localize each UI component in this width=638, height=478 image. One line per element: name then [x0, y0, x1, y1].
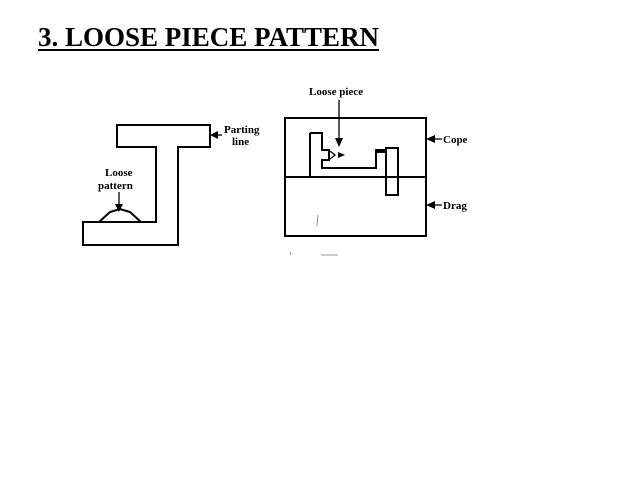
loose-pattern-bump — [98, 207, 142, 223]
loose-pattern-label-1: Loose — [105, 167, 133, 179]
cope-arrowhead — [426, 135, 435, 143]
loose-pattern-label-2: pattern — [98, 180, 133, 192]
left-pattern-figure: Parting line Loose pattern — [82, 124, 260, 246]
z-shaped-pattern-outline — [82, 124, 211, 246]
slide-title: 3. LOOSE PIECE PATTERN — [38, 22, 380, 52]
loose-piece-marker — [338, 152, 345, 158]
loose-piece-label: Loose piece — [309, 86, 363, 98]
cope-label: Cope — [443, 134, 468, 146]
scan-speck — [316, 214, 319, 227]
parting-line-label-2: line — [232, 136, 249, 148]
loose-pattern-arrowhead — [115, 204, 123, 212]
right-mould-figure: Loose piece Cope Drag — [284, 86, 468, 256]
drag-arrowhead — [426, 201, 435, 209]
loose-piece-arrowhead — [335, 138, 343, 147]
parting-line-label-1: Parting — [224, 124, 260, 136]
scan-speck — [289, 251, 292, 256]
mould-cavity-outline — [309, 132, 399, 196]
parting-line-arrowhead — [210, 131, 218, 139]
loose-piece-notch — [329, 150, 337, 160]
drag-label: Drag — [443, 200, 467, 212]
